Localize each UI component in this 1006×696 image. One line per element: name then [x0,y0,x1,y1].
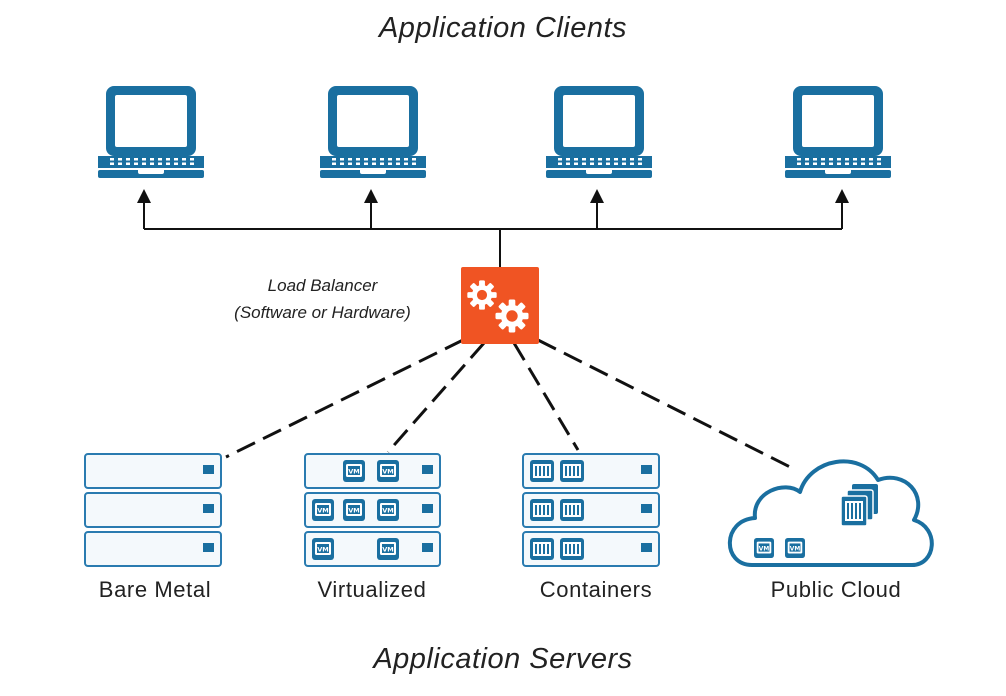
server-label-public-cloud: Public Cloud [770,577,902,602]
laptop-icon [785,86,891,178]
load-balancer-label: Load Balancer (Software or Hardware) [200,272,445,326]
server-label-containers: Containers [539,577,653,602]
client-connection-lines [137,189,849,268]
load-balancer-icon [461,267,539,344]
application-clients-title: Application Clients [378,12,628,44]
load-balancer-subtitle: (Software or Hardware) [234,303,411,322]
laptop-icon [98,86,204,178]
server-label-bare-metal: Bare Metal [98,577,212,602]
load-balancer-title: Load Balancer [267,276,378,295]
laptop-icon [320,86,426,178]
bare-metal-rack-icon [84,453,222,567]
public-cloud-icon [727,459,934,567]
virtualized-rack-icon [304,453,441,567]
server-label-virtualized: Virtualized [317,577,427,602]
containers-rack-icon [522,453,660,567]
server-connection-lines [225,338,793,470]
application-servers-title: Application Servers [373,643,633,675]
laptop-icon [546,86,652,178]
